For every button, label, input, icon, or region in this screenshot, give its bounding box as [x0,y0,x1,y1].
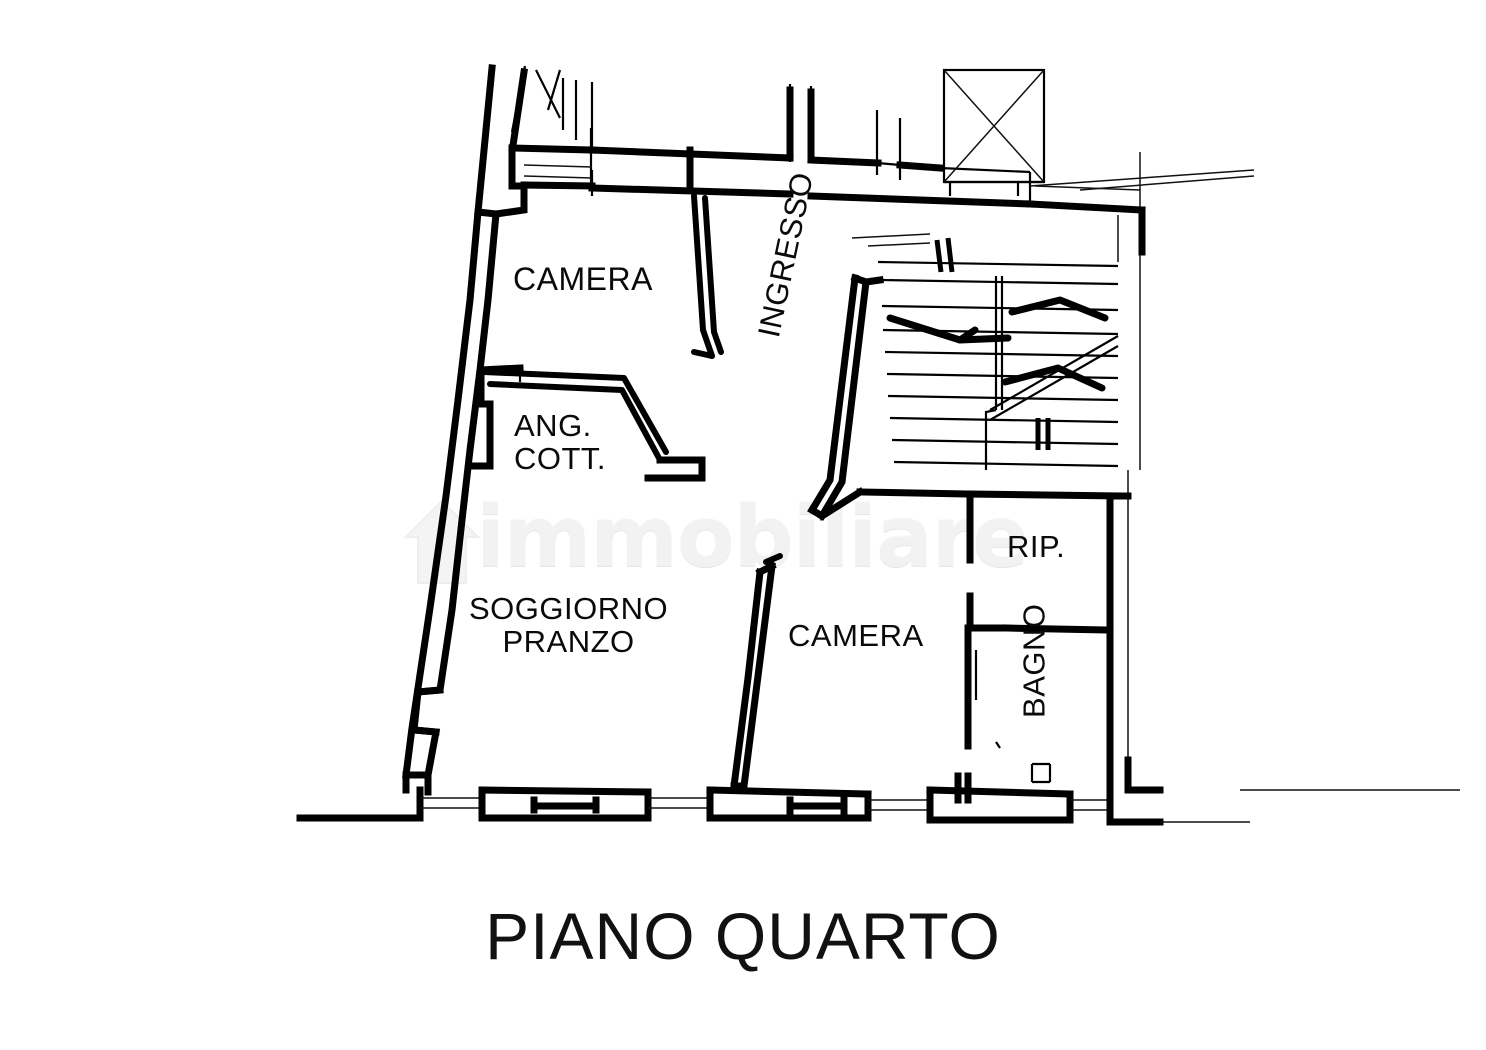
room-label-storage: RIP. [1007,529,1066,564]
stairwell [851,233,1119,470]
kitchen-counter [481,369,706,482]
room-label-kitchenette-line2: COTT. [514,441,607,477]
room-label-camera-upper: CAMERA [513,261,653,297]
left-exterior-wall [402,64,528,780]
room-label-kitchenette: ANG. COTT. [514,409,606,476]
bottom-jambs [402,756,1164,804]
hall-walls [807,273,1122,521]
room-label-living-line2: PRANZO [502,624,635,660]
bottom-wall [296,786,1250,826]
room-label-bathroom: BAGNO [1016,603,1052,718]
central-partition [730,553,783,790]
plan-title: PIANO QUARTO [485,899,1001,973]
bathroom-fixtures [995,741,1001,749]
reference-lines [1029,152,1460,791]
door-camera-top [686,146,724,359]
room-label-living-dining: SOGGIORNO PRANZO [469,592,668,659]
service-rooms-walls [964,490,1132,804]
room-label-living-line1: SOGGIORNO [469,591,669,626]
room-label-camera-lower: CAMERA [788,618,924,653]
top-walls [508,86,1146,256]
room-label-kitchenette-line1: ANG. [514,408,592,443]
shaft-box [942,68,1046,196]
